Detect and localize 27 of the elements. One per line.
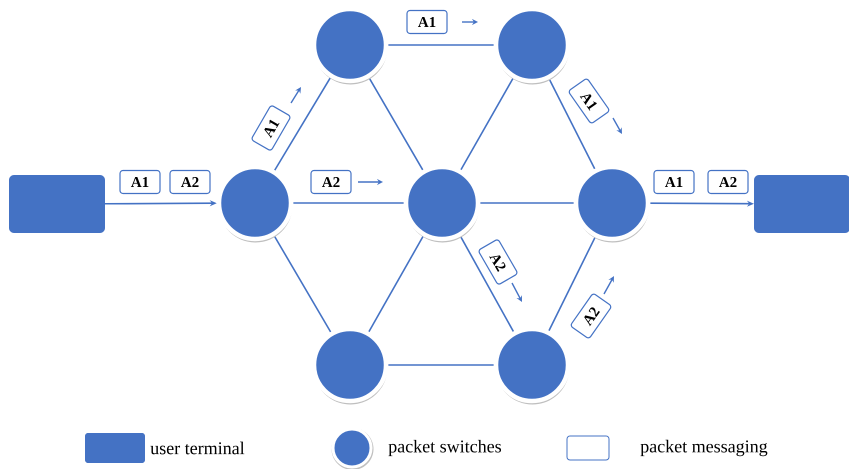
connector: [548, 236, 596, 332]
connector: [368, 78, 424, 170]
connector: [293, 202, 404, 204]
legend-label: packet switches: [388, 440, 502, 456]
legend-label: packet messaging: [640, 440, 768, 456]
connector: [460, 78, 514, 170]
packet-box: A1: [568, 78, 610, 124]
packet-box: A1: [252, 105, 290, 151]
terminal-box: [754, 175, 849, 233]
connector: [460, 236, 514, 332]
packet-box: A2: [570, 294, 612, 338]
packet-box: A1: [119, 170, 161, 194]
packet-box: A2: [310, 170, 352, 194]
terminal-box: [9, 175, 105, 233]
connector: [388, 44, 494, 46]
packet-box: A1: [406, 10, 448, 34]
packet-box: A1: [653, 170, 695, 194]
connector: [388, 364, 494, 366]
legend-label: user terminal: [150, 442, 244, 454]
packet-box: A2: [707, 170, 749, 194]
connector: [274, 236, 332, 332]
connector: [480, 202, 574, 204]
connector: [274, 77, 331, 171]
packet-box: A2: [169, 170, 211, 194]
connector: [548, 78, 596, 170]
connector: [368, 236, 424, 332]
packet-box: A2: [478, 239, 518, 285]
